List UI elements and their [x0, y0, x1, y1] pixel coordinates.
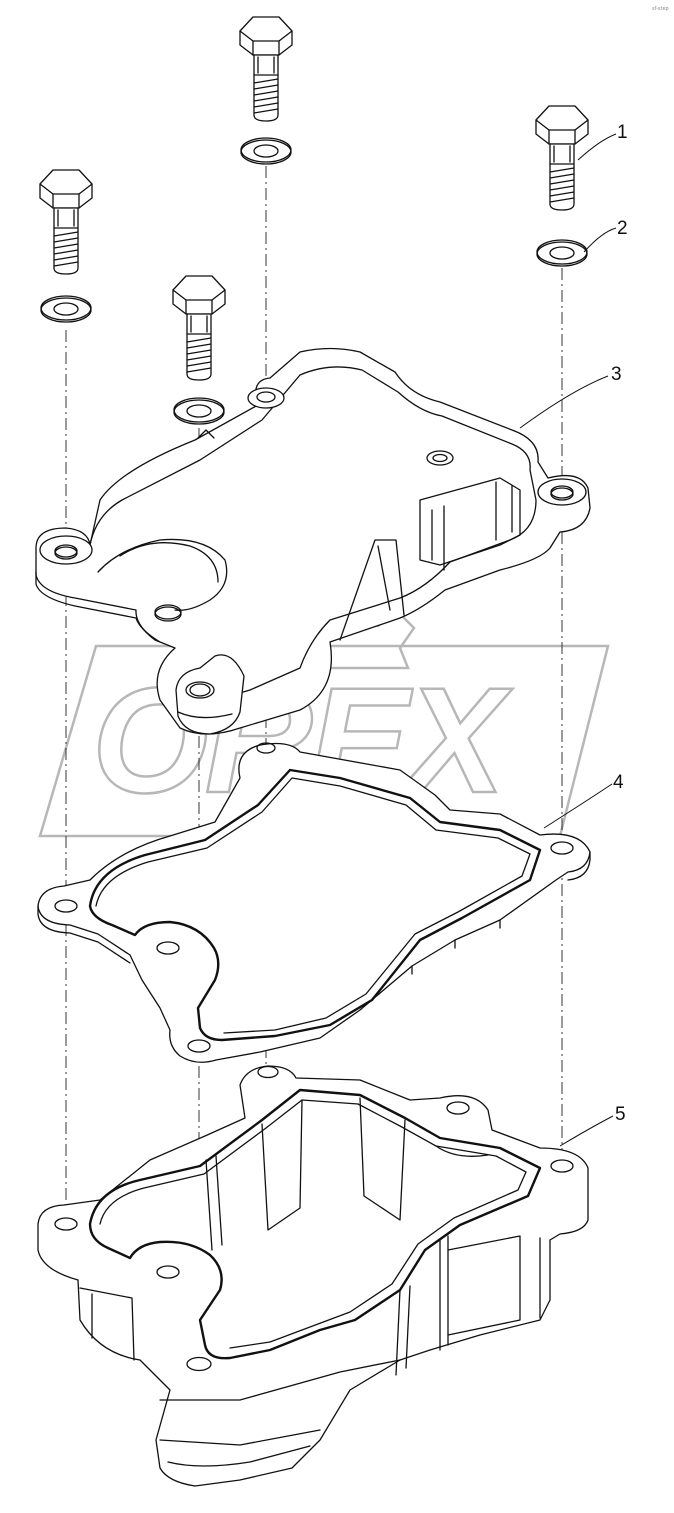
callout-label-3: 3 [611, 364, 622, 385]
bolt-front [172, 275, 226, 381]
bolt-top [239, 16, 293, 122]
callout-label-5: 5 [615, 1104, 626, 1125]
washer-top [240, 137, 292, 165]
washer-right [536, 239, 588, 267]
callout-2: 2 [583, 218, 628, 253]
corner-mark: sf-step [652, 6, 669, 12]
callout-label-1: 1 [617, 122, 628, 143]
bolt-left [39, 169, 93, 275]
callout-5: 5 [559, 1104, 626, 1147]
gasket-part [37, 742, 591, 1063]
washer-front [173, 397, 225, 425]
callout-label-4: 4 [613, 772, 624, 793]
callout-4: 4 [543, 772, 624, 829]
callout-1: 1 [577, 122, 628, 161]
cover-part [35, 347, 591, 735]
washer-left [40, 295, 92, 323]
callout-label-2: 2 [617, 218, 628, 239]
housing-part [37, 1065, 589, 1487]
callout-3: 3 [519, 364, 622, 429]
